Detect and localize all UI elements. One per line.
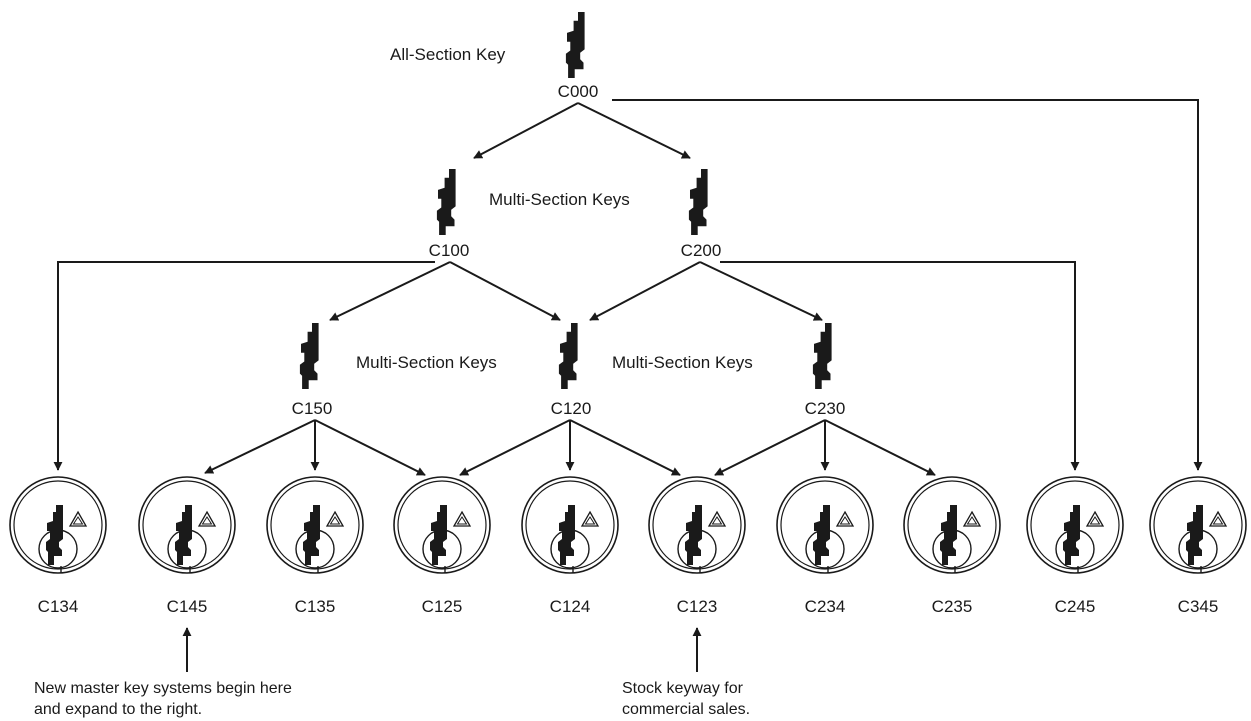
cylinder-c134: C134 — [9, 476, 107, 616]
note-stock-keyway: Stock keyway for commercial sales. — [622, 680, 750, 718]
multi-section-keys-label-right: Multi-Section Keys — [612, 353, 753, 372]
key-c230: C230 — [805, 323, 846, 418]
cylinder-code-label: C145 — [167, 597, 208, 616]
multi-section-keys-label-top: Multi-Section Keys — [489, 190, 630, 209]
lock-cylinder-icon — [1026, 476, 1124, 574]
cylinder-row: C134 C145 C135 C125 C124 C123 C234 C235 — [9, 476, 1247, 616]
note-stock-keyway-line2: commercial sales. — [622, 701, 750, 718]
key-icon — [299, 323, 319, 389]
cylinder-c123: C123 — [648, 476, 746, 616]
lock-cylinder-icon — [903, 476, 1001, 574]
cylinder-code-label: C135 — [295, 597, 336, 616]
cylinder-code-label: C345 — [1178, 597, 1219, 616]
key-icon — [565, 12, 585, 78]
key-c200: C200 — [681, 169, 722, 260]
key-c000: C000 — [558, 12, 599, 101]
key-code-label: C200 — [681, 241, 722, 260]
cylinder-c124: C124 — [521, 476, 619, 616]
lock-cylinder-icon — [776, 476, 874, 574]
key-code-label: C000 — [558, 82, 599, 101]
connector-lines — [53, 99, 1203, 672]
key-c120: C120 — [551, 323, 592, 418]
cylinder-code-label: C134 — [38, 597, 79, 616]
cylinder-code-label: C125 — [422, 597, 463, 616]
key-c100: C100 — [429, 169, 470, 260]
key-icon — [688, 169, 708, 235]
key-icon — [436, 169, 456, 235]
note-new-systems-line1: New master key systems begin here — [34, 680, 292, 697]
key-c150: C150 — [292, 323, 333, 418]
note-new-systems-line2: and expand to the right. — [34, 701, 202, 718]
cylinder-c125: C125 — [393, 476, 491, 616]
key-code-label: C100 — [429, 241, 470, 260]
note-stock-keyway-line1: Stock keyway for — [622, 680, 744, 697]
lock-cylinder-icon — [1149, 476, 1247, 574]
lock-cylinder-icon — [9, 476, 107, 574]
cylinder-code-label: C124 — [550, 597, 591, 616]
cylinder-code-label: C123 — [677, 597, 718, 616]
all-section-key-label: All-Section Key — [390, 45, 506, 64]
cylinder-c234: C234 — [776, 476, 874, 616]
lock-cylinder-icon — [521, 476, 619, 574]
key-icon — [812, 323, 832, 389]
cylinder-c235: C235 — [903, 476, 1001, 616]
cylinder-code-label: C234 — [805, 597, 846, 616]
key-code-label: C120 — [551, 399, 592, 418]
cylinder-c135: C135 — [266, 476, 364, 616]
lock-cylinder-icon — [138, 476, 236, 574]
cylinder-c245: C245 — [1026, 476, 1124, 616]
lock-cylinder-icon — [648, 476, 746, 574]
lock-cylinder-icon — [393, 476, 491, 574]
cylinder-c345: C345 — [1149, 476, 1247, 616]
key-code-label: C230 — [805, 399, 846, 418]
key-icon — [558, 323, 578, 389]
cylinder-code-label: C235 — [932, 597, 973, 616]
lock-cylinder-icon — [266, 476, 364, 574]
multi-section-keys-label-left: Multi-Section Keys — [356, 353, 497, 372]
cylinder-code-label: C245 — [1055, 597, 1096, 616]
note-new-systems: New master key systems begin here and ex… — [34, 680, 292, 718]
key-code-label: C150 — [292, 399, 333, 418]
cylinder-c145: C145 — [138, 476, 236, 616]
